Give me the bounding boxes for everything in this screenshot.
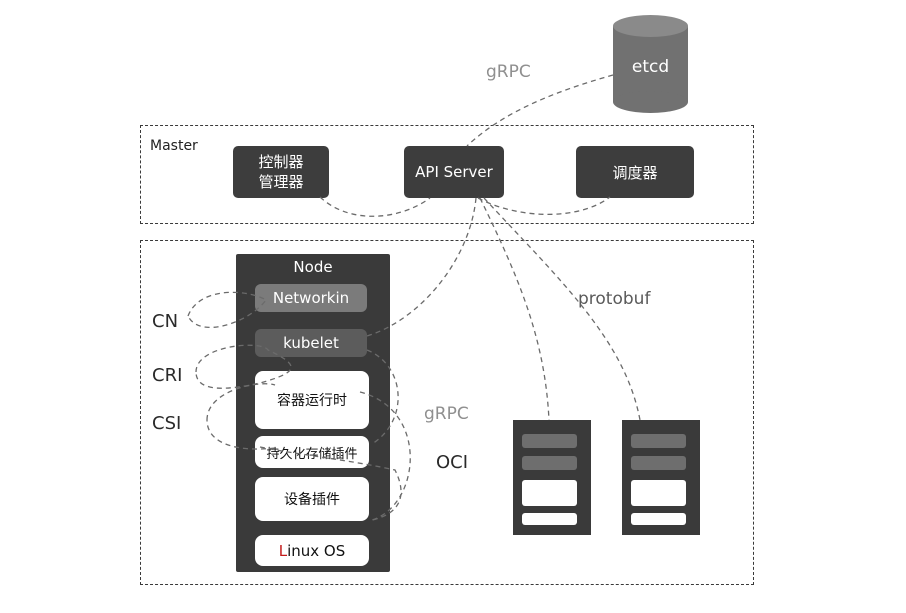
etcd-label: etcd [631,57,670,77]
controller-manager-box[interactable]: 控制器 管理器 [233,146,329,198]
node-title: Node [293,258,333,276]
kubelet-runtime-arc [366,349,399,445]
container-stack-1-layer-3 [522,480,577,506]
master-region [140,125,754,224]
master-label: Master [150,138,198,154]
oci-label: OCI [436,452,469,473]
node-region [140,240,754,585]
scheduler-api-connector [477,196,611,215]
network-plugin-box[interactable]: Networkin [255,284,367,312]
container-stack-1-layer-1 [522,434,577,448]
linux-os-first-letter: L [278,541,288,560]
grpc-top-label: gRPC [486,62,531,82]
linux-os-label: inux OS [287,541,346,560]
container-stack-2-layer-1 [631,434,686,448]
api-stack2-connector [483,197,641,421]
cri-loop [195,344,292,389]
cn-label: CN [152,311,179,332]
persistent-storage-plugin-box[interactable]: 持久化存储插件 [255,436,369,468]
api-stack1-connector [479,197,550,421]
cri-label: CRI [152,365,183,386]
controller-api-connector [319,196,431,217]
grpc-mid-label: gRPC [424,404,469,424]
container-stack-2-layer-2 [631,456,686,470]
protobuf-label: protobuf [578,289,651,309]
api-server-box[interactable]: API Server [404,146,504,198]
storage-loop [259,446,402,521]
cn-loop [187,291,267,328]
container-stack-2-layer-4 [631,513,686,525]
container-stack-2-layer-3 [631,480,686,506]
scheduler-box[interactable]: 调度器 [576,146,694,198]
device-plugin-box[interactable]: 设备插件 [255,477,369,521]
csi-label: CSI [152,413,182,434]
plugin-arc [359,391,411,521]
api-kubelet-connector [366,197,477,337]
container-stack-1-layer-2 [522,456,577,470]
container-runtime-box[interactable]: 容器运行时 [255,371,369,429]
container-stack-1-layer-4 [522,513,577,525]
etcd-api-connector [466,74,614,147]
csi-loop [206,383,276,450]
